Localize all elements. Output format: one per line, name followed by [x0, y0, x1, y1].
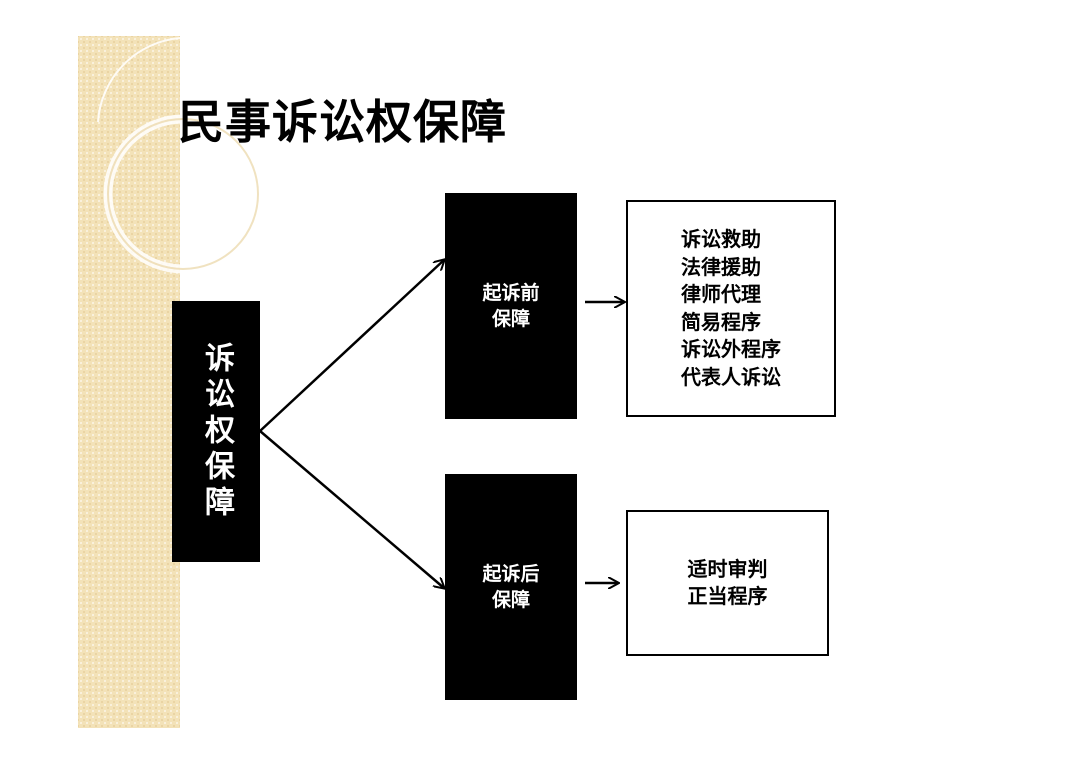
- list-item: 正当程序: [687, 584, 768, 608]
- list-item: 律师代理: [681, 282, 761, 306]
- list-item: 适时审判: [687, 556, 768, 581]
- list-item: 诉讼救助: [681, 227, 761, 251]
- post-filing-item-list: 适时审判 正当程序: [688, 556, 768, 611]
- post-filing-node: 起诉后 保障: [445, 474, 577, 700]
- root-node-label: 诉讼权保障: [199, 341, 234, 522]
- pre-filing-node-label: 起诉前 保障: [482, 282, 540, 330]
- list-item: 法律援助: [681, 254, 761, 279]
- decorative-side-band: [78, 36, 180, 728]
- decorative-rings: [97, 37, 263, 274]
- list-item: 诉讼外程序: [681, 337, 781, 361]
- pre-filing-item-list: 诉讼救助 法律援助 律师代理 简易程序 诉讼外程序 代表人诉讼: [681, 226, 781, 391]
- arrow-root-to-post-filing: [259, 430, 444, 588]
- list-item: 代表人诉讼: [681, 364, 781, 389]
- pre-filing-items-box: 诉讼救助 法律援助 律师代理 简易程序 诉讼外程序 代表人诉讼: [626, 200, 836, 417]
- post-filing-node-label: 起诉后 保障: [482, 563, 540, 611]
- list-item: 简易程序: [681, 309, 761, 334]
- post-filing-items-box: 适时审判 正当程序: [626, 510, 829, 656]
- pre-filing-node: 起诉前 保障: [445, 193, 577, 419]
- root-node: 诉讼权保障: [172, 301, 260, 562]
- page-title: 民事诉讼权保障: [178, 95, 507, 149]
